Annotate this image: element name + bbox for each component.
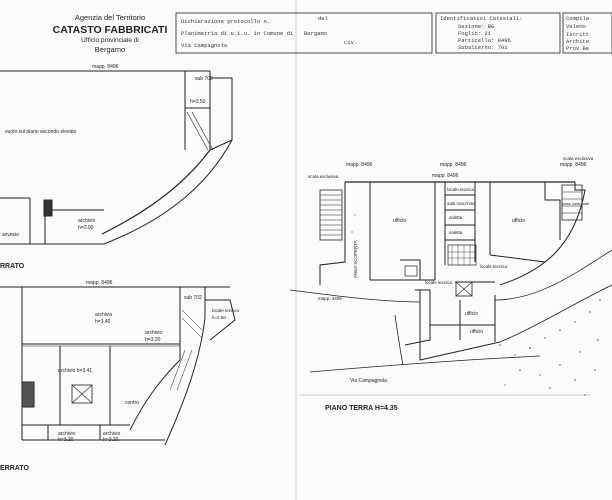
label-floor-upper: RRATO	[0, 263, 25, 270]
plan-upper-left-labels: mapp. 8496 sub 702 h=3.50 vuoto sul pian…	[0, 64, 213, 270]
label-sub-702-top: sub 702	[195, 76, 213, 82]
label-piano-terra: PIANO TERRA H=4.35	[325, 405, 398, 412]
label-mapp-r1: mapp. 8496	[346, 162, 373, 168]
label-mapp-r4: mapp. 8496	[560, 162, 587, 168]
label-note-second-floor: vuoto sul piano secondo elevato	[5, 129, 77, 135]
label-seveso: sevesio	[2, 232, 19, 238]
label-archivio-b: archivio	[145, 330, 162, 336]
compiler-box	[562, 12, 612, 54]
label-archivio-e: archivio	[103, 431, 120, 437]
declaration-comune: Bergamo	[304, 30, 327, 37]
label-mapp-r3: mapp. 8496	[432, 173, 459, 179]
ids-subalterno: Subalterno: 701	[458, 44, 508, 51]
declaration-street: Via Campagnola	[181, 42, 228, 49]
label-scala-esclusiva-right: scala esclusiva	[563, 156, 594, 161]
label-mapp-bottom-left: mapp. 8496	[86, 280, 113, 286]
label-via: Via Campagnola	[350, 378, 387, 384]
compiler-l1: Compila	[566, 15, 590, 22]
office-city: Bergamo	[95, 45, 125, 54]
compiler-l3: Iscritt	[566, 31, 589, 38]
ids-title: Identificativi Catastali:	[440, 15, 523, 22]
label-h-top: h=3.50	[190, 99, 206, 105]
label-archivio-top-h: h=2.00	[78, 225, 94, 231]
label-contro: contro	[125, 400, 139, 406]
plan-lower-left	[0, 286, 236, 446]
label-archivio-e-h: h=3.20	[103, 437, 119, 443]
label-area-verticale: AREA SCOPERTA	[353, 240, 358, 278]
declaration-civic: civ.	[344, 39, 357, 46]
label-saletta-1: saletta	[449, 215, 463, 220]
label-archivio-d-h: h=3.20	[58, 437, 74, 443]
label-locale-tecnico-left: locale tecnico	[212, 308, 240, 313]
declaration-box	[175, 12, 433, 54]
ids-foglio: Foglio: 21	[458, 30, 492, 37]
label-archivio-a-h: h=3.40	[95, 319, 111, 325]
ids-sezione: Sezione: BG	[458, 23, 494, 30]
declaration-line2: Planimetria di u.i.u. in Comune di	[181, 30, 294, 37]
office-name: CATASTO FABBRICATI	[53, 24, 168, 36]
label-sub-702-bottom: sub 702	[184, 295, 202, 301]
label-locale-tecnico-center: locale tecnico	[447, 187, 475, 192]
ids-particella: Particella: 8496	[458, 37, 511, 44]
label-mapp-bottom: mapp. 3409	[318, 296, 342, 301]
compiler-l4: Archite	[566, 38, 589, 45]
label-mapp-r2: mapp. 8496	[440, 162, 467, 168]
label-archivio-d: archivio	[58, 431, 75, 437]
declaration-line1: Dichiarazione protocollo n.	[181, 18, 270, 25]
terrain-hatch	[351, 214, 601, 396]
agency-name: Agenzia del Territorio	[75, 13, 145, 22]
label-floor-lower: ERRATO	[0, 465, 29, 472]
label-locale-tecnico-left-h: h=2.60	[212, 315, 226, 320]
label-archivio-c: archivio h=3.41	[58, 368, 92, 374]
label-archivio-top: archivio	[78, 218, 95, 224]
label-locale-tecnico-right: locale tecnico	[480, 264, 508, 269]
label-passaggio: pass. pedonale	[562, 201, 590, 206]
label-ufficio-1: ufficio	[393, 218, 406, 224]
label-archivio-a: archivio	[95, 312, 112, 318]
cadastral-ids-box	[435, 12, 561, 54]
label-ufficio-4: ufficio	[470, 329, 483, 335]
plan-lower-left-labels: mapp. 8496 sub 702 locale tecnico h=2.60…	[0, 280, 240, 472]
label-saletta-2: saletta	[449, 230, 463, 235]
compiler-l2: Valeno	[566, 23, 586, 30]
header: Agenzia del Territorio CATASTO FABBRICAT…	[53, 12, 612, 54]
label-locale-tecnico-right2: locale tecnico	[425, 280, 453, 285]
label-sala-macchine: sala macchine	[447, 201, 476, 206]
office-dept: Ufficio provinciale di	[81, 37, 139, 44]
label-ufficio-3: ufficio	[465, 311, 478, 317]
plan-upper-left	[0, 70, 233, 245]
declaration-date-label: del	[318, 15, 328, 22]
plan-ground-floor-labels: mapp. 8496 mapp. 8496 mapp. 8496 mapp. 8…	[308, 156, 594, 412]
compiler-l5: Prov.Be	[566, 45, 589, 52]
label-archivio-b-h: h=3.20	[145, 337, 161, 343]
label-mapp-top-left: mapp. 8496	[92, 64, 119, 70]
label-scala-esclusiva-left: scala esclusiva	[308, 174, 339, 179]
label-ufficio-2: ufficio	[512, 218, 525, 224]
plan-ground-floor	[289, 181, 612, 396]
